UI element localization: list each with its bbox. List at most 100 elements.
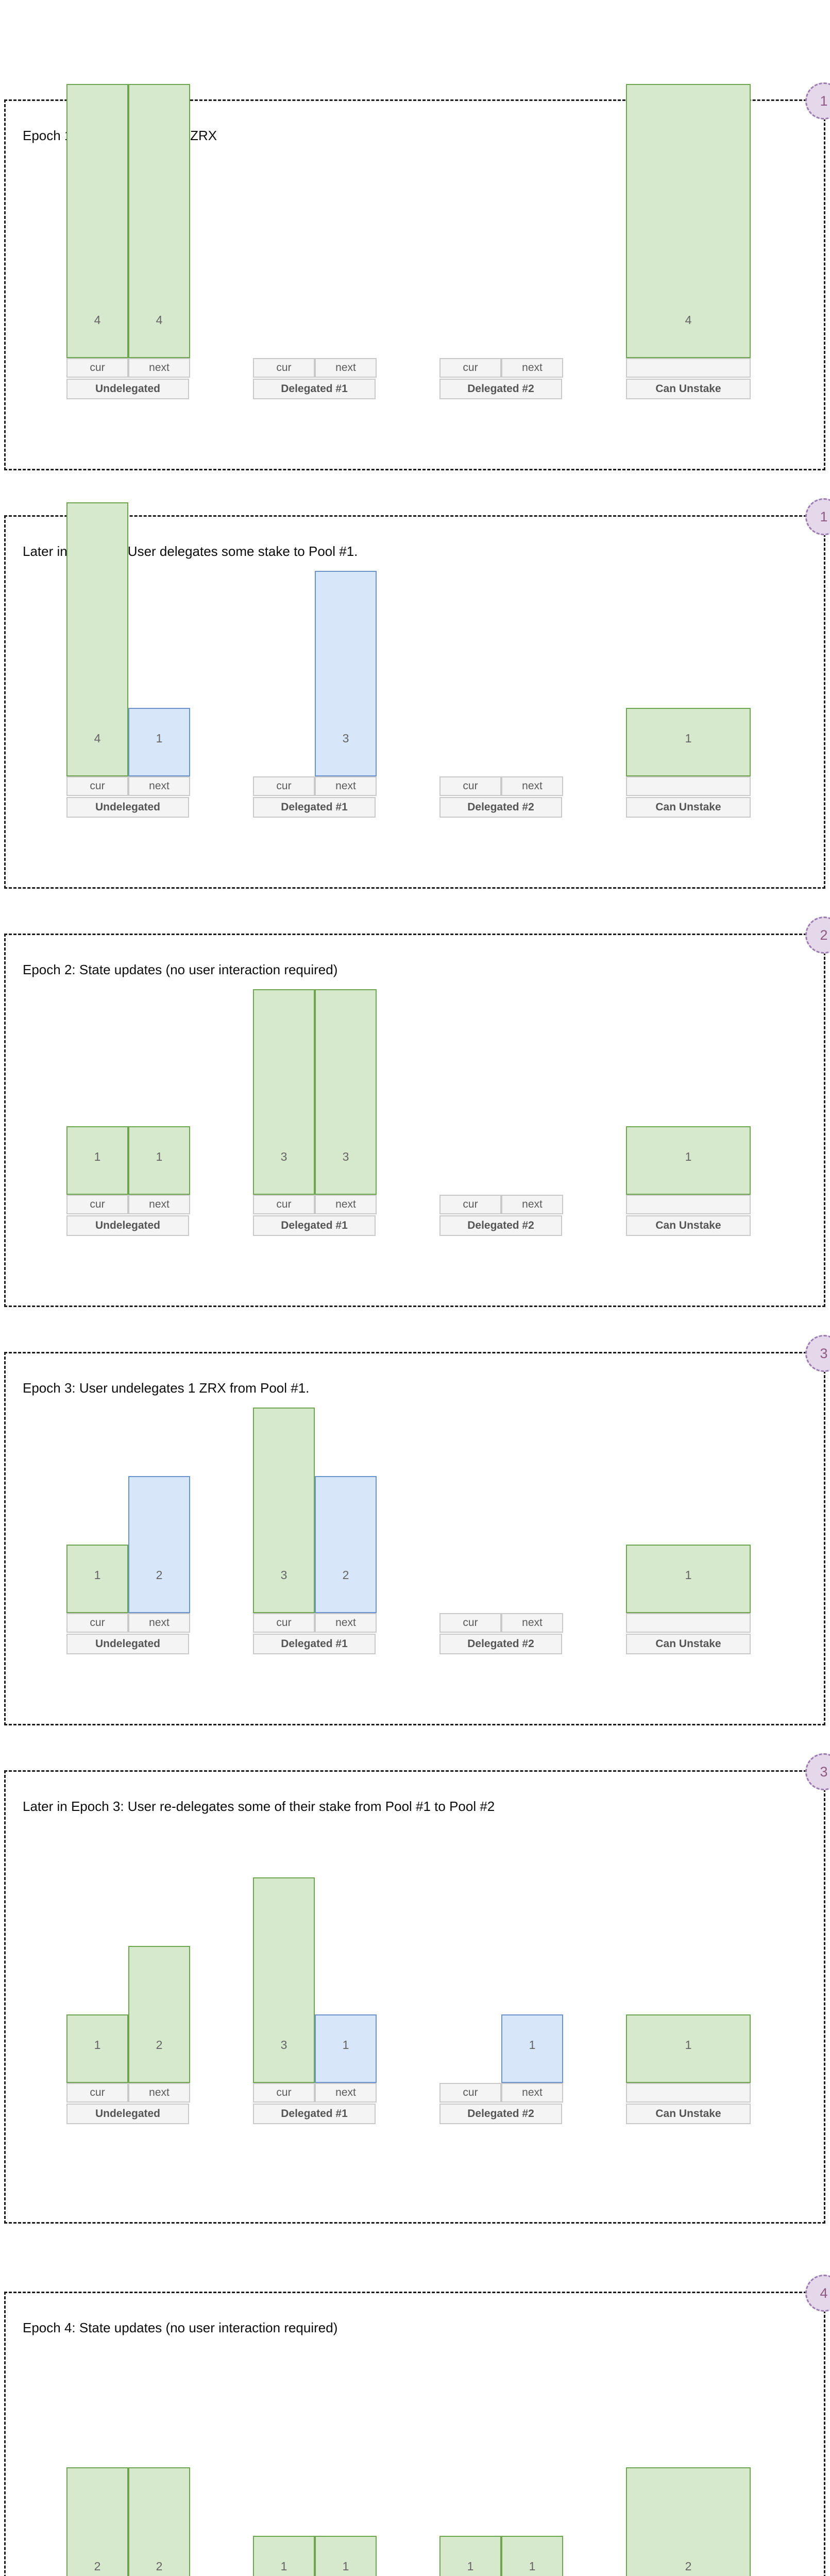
group-label: Can Unstake [626, 379, 751, 399]
bar-value: 4 [94, 313, 101, 327]
panel-chart: 22curnextUndelegated11curnextDelegated #… [6, 2293, 824, 2576]
group-label: Delegated #2 [439, 2104, 562, 2124]
bar: 1 [66, 1126, 128, 1195]
sub-column-header-cur: cur [66, 1613, 128, 1633]
sub-column-header-blank [626, 2083, 751, 2103]
bar-stack: 1 [626, 2014, 751, 2083]
bar-stack: 1 [439, 2014, 563, 2083]
column-labels: Can Unstake [626, 358, 751, 399]
sub-column-header-blank [626, 1195, 751, 1214]
sub-column-header-next: next [128, 1195, 190, 1214]
bar-value: 1 [94, 1150, 101, 1163]
group-label: Undelegated [66, 2104, 189, 2124]
sub-column-header-next: next [315, 1195, 377, 1214]
bar-stack: 4 [626, 84, 751, 358]
bar-value: 2 [156, 1568, 163, 1582]
bar: 2 [315, 1476, 377, 1613]
bar-stack: 1 [626, 1126, 751, 1195]
group-label: Delegated #1 [253, 1215, 376, 1236]
bar: 4 [66, 502, 128, 776]
bar-value: 2 [685, 2560, 692, 2573]
bar: 1 [439, 2536, 501, 2576]
bar: 1 [128, 1126, 190, 1195]
column-group: 2Can Unstake [626, 2467, 751, 2576]
group-label: Undelegated [66, 1634, 189, 1654]
bar: 2 [626, 2467, 751, 2576]
bar-value: 1 [685, 2038, 692, 2052]
sub-column-header-cur: cur [439, 2083, 501, 2103]
sub-column-header-cur: cur [439, 358, 501, 378]
bar-value: 1 [685, 1150, 692, 1163]
group-label: Delegated #2 [439, 797, 562, 818]
bar-stack: 1 [626, 1545, 751, 1613]
bar-value: 1 [280, 2560, 287, 2573]
bar: 3 [253, 1877, 315, 2083]
column-group: 22curnextUndelegated [66, 2467, 190, 2576]
bar: 1 [315, 2536, 377, 2576]
group-label: Can Unstake [626, 797, 751, 818]
bar-value: 3 [342, 732, 349, 745]
panel-title: Epoch 4: State updates (no user interact… [23, 2320, 338, 2335]
panel-title: Epoch 3: User undelegates 1 ZRX from Poo… [23, 1380, 310, 1396]
bar-value: 2 [156, 2560, 163, 2573]
bar-value: 3 [280, 2038, 287, 2052]
bar-value: 1 [342, 2560, 349, 2573]
sub-column-header-cur: cur [66, 1195, 128, 1214]
sub-column-header-next: next [501, 1613, 563, 1633]
sub-column-header-next: next [315, 358, 377, 378]
group-label: Delegated #1 [253, 1634, 376, 1654]
bar-value: 1 [156, 1150, 163, 1163]
bar-value: 1 [685, 1568, 692, 1582]
sub-column-header-cur: cur [253, 1613, 315, 1633]
sub-column-header-cur: cur [66, 776, 128, 796]
bar-value: 3 [342, 1150, 349, 1163]
bar: 4 [128, 84, 190, 358]
bar: 2 [128, 1476, 190, 1613]
bar-stack: 3 [253, 571, 377, 776]
sub-column-header-next: next [315, 776, 377, 796]
bar: 1 [626, 1126, 751, 1195]
bar: 1 [626, 2014, 751, 2083]
group-label: Can Unstake [626, 2104, 751, 2124]
bar-value: 1 [342, 2038, 349, 2052]
bar: 3 [315, 989, 377, 1195]
bar-stack: 1 [626, 708, 751, 776]
group-label: Undelegated [66, 1215, 189, 1236]
bar: 4 [66, 84, 128, 358]
sub-column-header-next: next [128, 2083, 190, 2103]
bar: 1 [501, 2536, 563, 2576]
sub-column-header-next: next [128, 1613, 190, 1633]
bar: 1 [128, 708, 190, 776]
group-label: Undelegated [66, 797, 189, 818]
bar-value: 4 [156, 313, 163, 327]
